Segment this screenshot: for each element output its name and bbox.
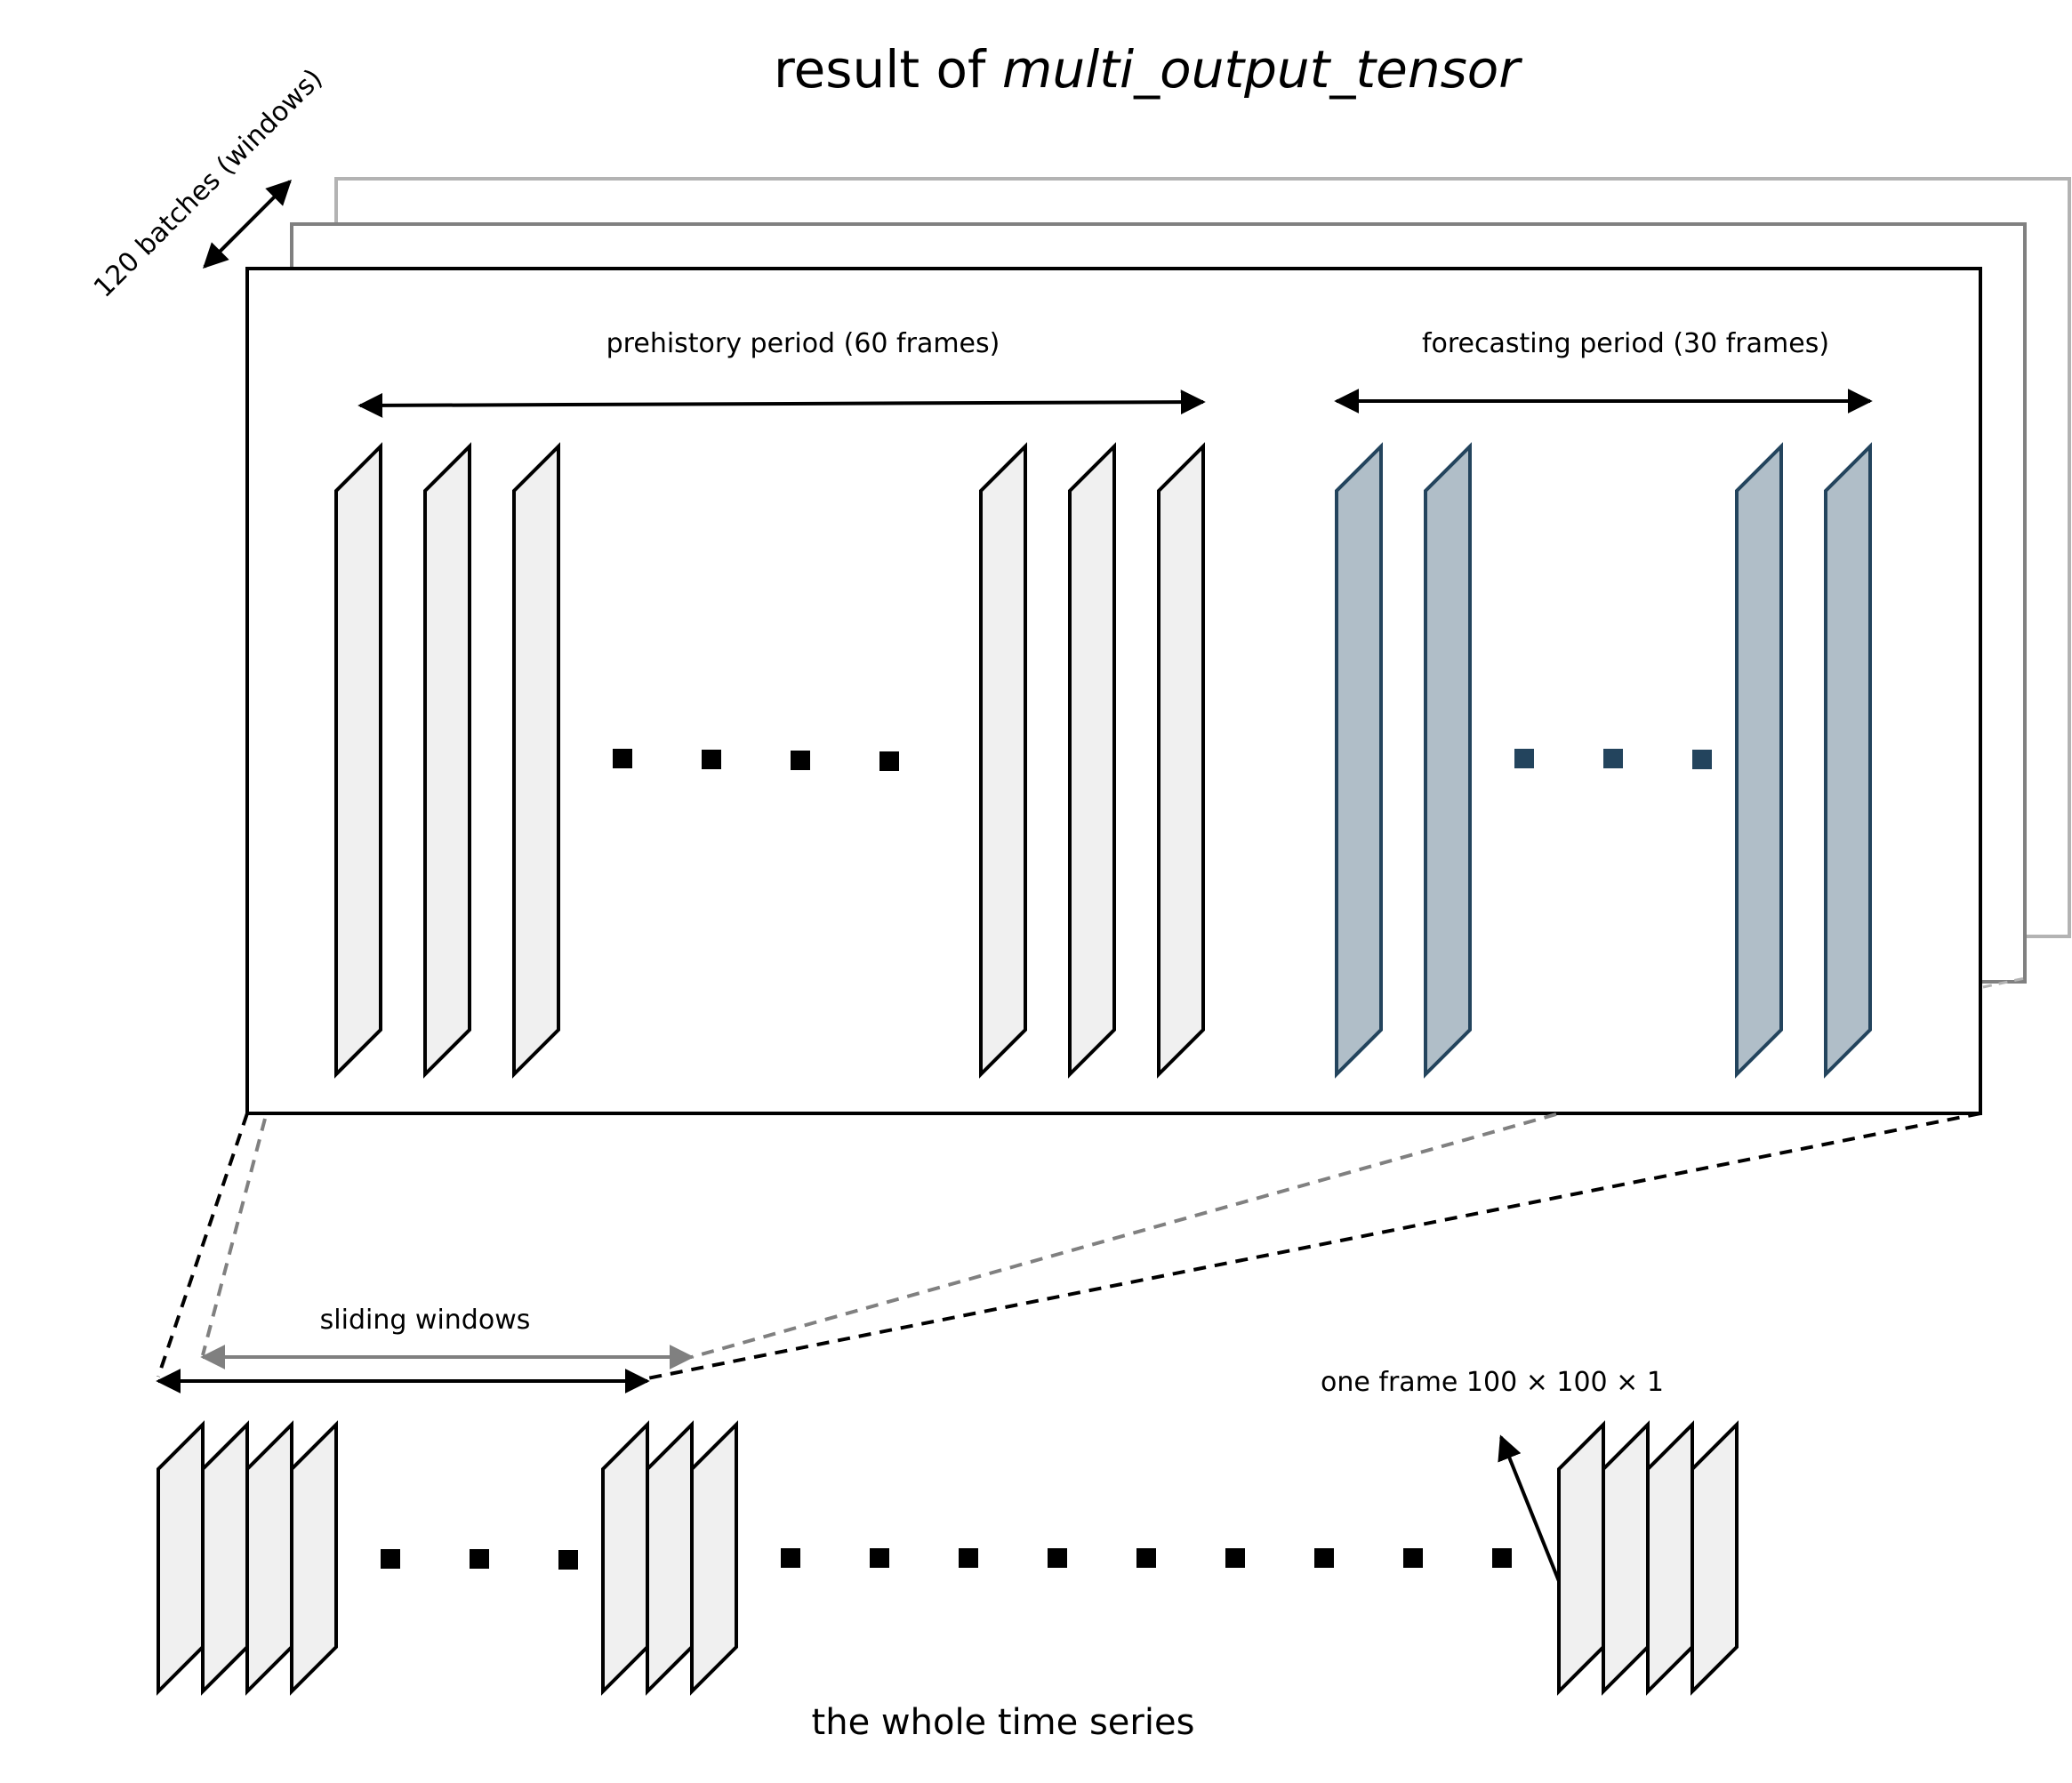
projection-line-left [157,1112,249,1377]
forecast-frames [1335,442,1872,1079]
series-ellipsis-1 [381,1549,578,1570]
ellipsis-dot [1492,1548,1512,1568]
ellipsis-dot [870,1548,889,1568]
series-window-first [157,1420,338,1696]
series-window-last [1557,1420,1739,1696]
forecast-frame [1335,442,1383,1079]
ellipsis-dot [1136,1548,1156,1568]
series-frame [245,1420,293,1696]
ellipsis-dot [959,1548,978,1568]
ellipsis-dot [1225,1548,1245,1568]
one-frame-label: one frame 100 × 100 × 1 [1321,1367,1664,1398]
series-frame [201,1420,249,1696]
series-frame [290,1420,338,1696]
ellipsis-dot [1514,749,1534,768]
prehistory-label: prehistory period (60 frames) [606,328,1000,359]
series-frame [646,1420,694,1696]
prehistory-frame [423,442,471,1079]
one-frame-pointer [1498,1434,1561,1582]
projection-line-left-gray [201,1118,267,1356]
prehistory-frame [979,442,1027,1079]
ellipsis-dot [791,751,810,770]
forecast-frame [1424,442,1472,1079]
series-frame [1602,1420,1650,1696]
series-frame [1646,1420,1694,1696]
ellipsis-dot [781,1548,800,1568]
ellipsis-dot [558,1550,578,1570]
diagram-title: result of multi_output_tensor [774,39,1522,100]
ellipsis-dot [1048,1548,1067,1568]
projection-line-right [646,1112,1981,1380]
ellipsis-dot [470,1549,489,1569]
sliding-windows-label: sliding windows [320,1305,531,1336]
ellipsis-dot [879,751,899,771]
prehistory-ellipsis [613,749,899,771]
back-layer-connector [1982,976,2026,989]
prehistory-frame [334,442,382,1079]
series-frame [1691,1420,1739,1696]
whole-series-caption: the whole time series [812,1702,1195,1743]
ellipsis-dot [1314,1548,1334,1568]
batch-depth-arrow [203,180,292,269]
prehistory-frame [1157,442,1205,1079]
series-frame [601,1420,649,1696]
projection-line-right-gray [691,1112,1557,1359]
forecast-frame [1735,442,1783,1079]
ellipsis-dot [613,749,632,768]
ellipsis-dot [702,750,721,769]
forecast-frame [1824,442,1872,1079]
title-prefix: result of [774,39,1002,100]
series-frame [690,1420,738,1696]
forecasting-label: forecasting period (30 frames) [1422,328,1829,359]
ellipsis-dot [1692,750,1712,769]
prehistory-frames [334,442,1205,1079]
ellipsis-dot [381,1549,400,1569]
ellipsis-dot [1403,1548,1423,1568]
title-emphasis: multi_output_tensor [1002,39,1522,100]
prehistory-frame [512,442,560,1079]
series-window-middle [601,1420,738,1696]
forecast-ellipsis [1514,749,1712,769]
prehistory-frame [1068,442,1116,1079]
series-ellipsis-2 [781,1548,1512,1568]
series-frame [1557,1420,1605,1696]
prehistory-arrow [357,390,1206,418]
ellipsis-dot [1603,749,1623,768]
series-frame [157,1420,205,1696]
